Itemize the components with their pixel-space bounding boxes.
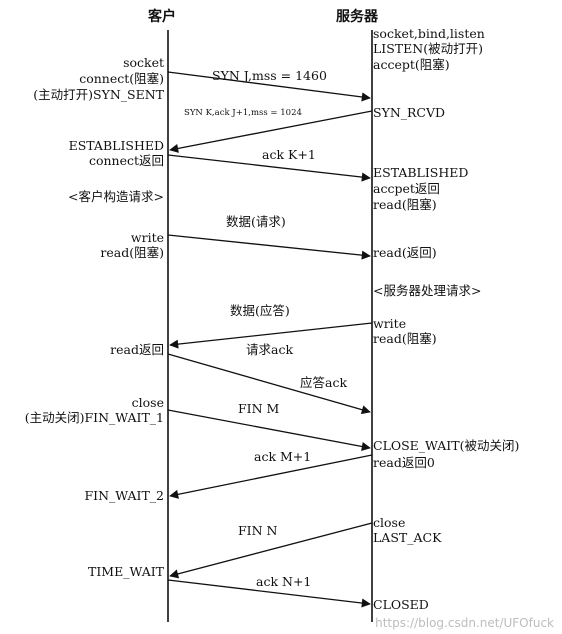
server-state-syn-rcvd: SYN_RCVD bbox=[373, 105, 446, 120]
message-ack-n: ack N+1 bbox=[256, 574, 312, 589]
server-state-read-return: read(返回) bbox=[373, 245, 437, 260]
server-state-listen: LISTEN(被动打开) bbox=[373, 41, 483, 56]
server-process-request: <服务器处理请求> bbox=[373, 283, 482, 298]
server-state-read-return-0: read返回0 bbox=[373, 455, 435, 470]
message-reply-ack: 应答ack bbox=[300, 375, 348, 390]
server-state-read-blocked-2: read(阻塞) bbox=[373, 331, 437, 346]
client-state-fin-wait-2: FIN_WAIT_2 bbox=[84, 488, 164, 503]
server-state-close: close bbox=[373, 515, 406, 530]
message-request-ack: 请求ack bbox=[246, 342, 294, 357]
arrow-ack-m bbox=[169, 454, 373, 499]
arrow-ack-k bbox=[167, 154, 371, 182]
message-data-request: 数据(请求) bbox=[226, 214, 286, 229]
server-state-accept-return: accpet返回 bbox=[373, 181, 440, 196]
message-data-reply: 数据(应答) bbox=[230, 303, 290, 318]
client-state-connect-return: connect返回 bbox=[88, 153, 164, 168]
arrow-syn-j bbox=[167, 71, 371, 102]
arrow-ack-n bbox=[167, 579, 371, 608]
client-state-established: ESTABLISHED bbox=[68, 138, 164, 153]
client-state-read-return: read返回 bbox=[110, 342, 164, 357]
arrow-data-reply bbox=[169, 322, 373, 349]
server-state-write: write bbox=[373, 316, 407, 331]
message-fin-n: FIN N bbox=[238, 523, 278, 538]
client-state-close: close bbox=[131, 395, 164, 410]
client-header: 客户 bbox=[148, 9, 176, 25]
message-syn-k: SYN K,ack J+1,mss = 1024 bbox=[184, 108, 302, 118]
server-state-last-ack: LAST_ACK bbox=[373, 530, 442, 545]
arrow-fin-n bbox=[169, 522, 373, 579]
server-state-accept-blocked: accept(阻塞) bbox=[373, 57, 450, 72]
client-state-fin-wait-1: (主动关闭)FIN_WAIT_1 bbox=[24, 410, 164, 425]
client-state-write: write bbox=[130, 230, 164, 245]
client-state-connect-blocked: connect(阻塞) bbox=[79, 71, 164, 86]
message-ack-k: ack K+1 bbox=[262, 147, 316, 162]
server-state-established: ESTABLISHED bbox=[373, 165, 469, 180]
arrow-data-request bbox=[167, 234, 371, 260]
client-state-syn-sent: (主动打开)SYN_SENT bbox=[33, 87, 164, 102]
server-state-read-blocked: read(阻塞) bbox=[373, 197, 437, 212]
client-build-request: <客户构造请求> bbox=[68, 189, 164, 204]
message-syn-j: SYN J,mss = 1460 bbox=[212, 68, 327, 83]
message-fin-m: FIN M bbox=[238, 401, 280, 416]
server-state-closed: CLOSED bbox=[373, 597, 429, 612]
arrow-request-ack bbox=[167, 353, 371, 415]
server-header: 服务器 bbox=[336, 9, 378, 25]
client-state-time-wait: TIME_WAIT bbox=[88, 564, 164, 579]
arrow-fin-m bbox=[167, 409, 371, 451]
watermark: https://blog.csdn.net/UFOfuck bbox=[375, 616, 554, 630]
arrow-syn-k bbox=[169, 110, 373, 153]
server-state-close-wait: CLOSE_WAIT(被动关闭) bbox=[373, 438, 520, 453]
client-state-socket: socket bbox=[123, 55, 164, 70]
server-state-socket-bind-listen: socket,bind,listen bbox=[373, 26, 485, 41]
message-ack-m: ack M+1 bbox=[254, 449, 312, 464]
client-state-read-blocked: read(阻塞) bbox=[100, 245, 164, 260]
